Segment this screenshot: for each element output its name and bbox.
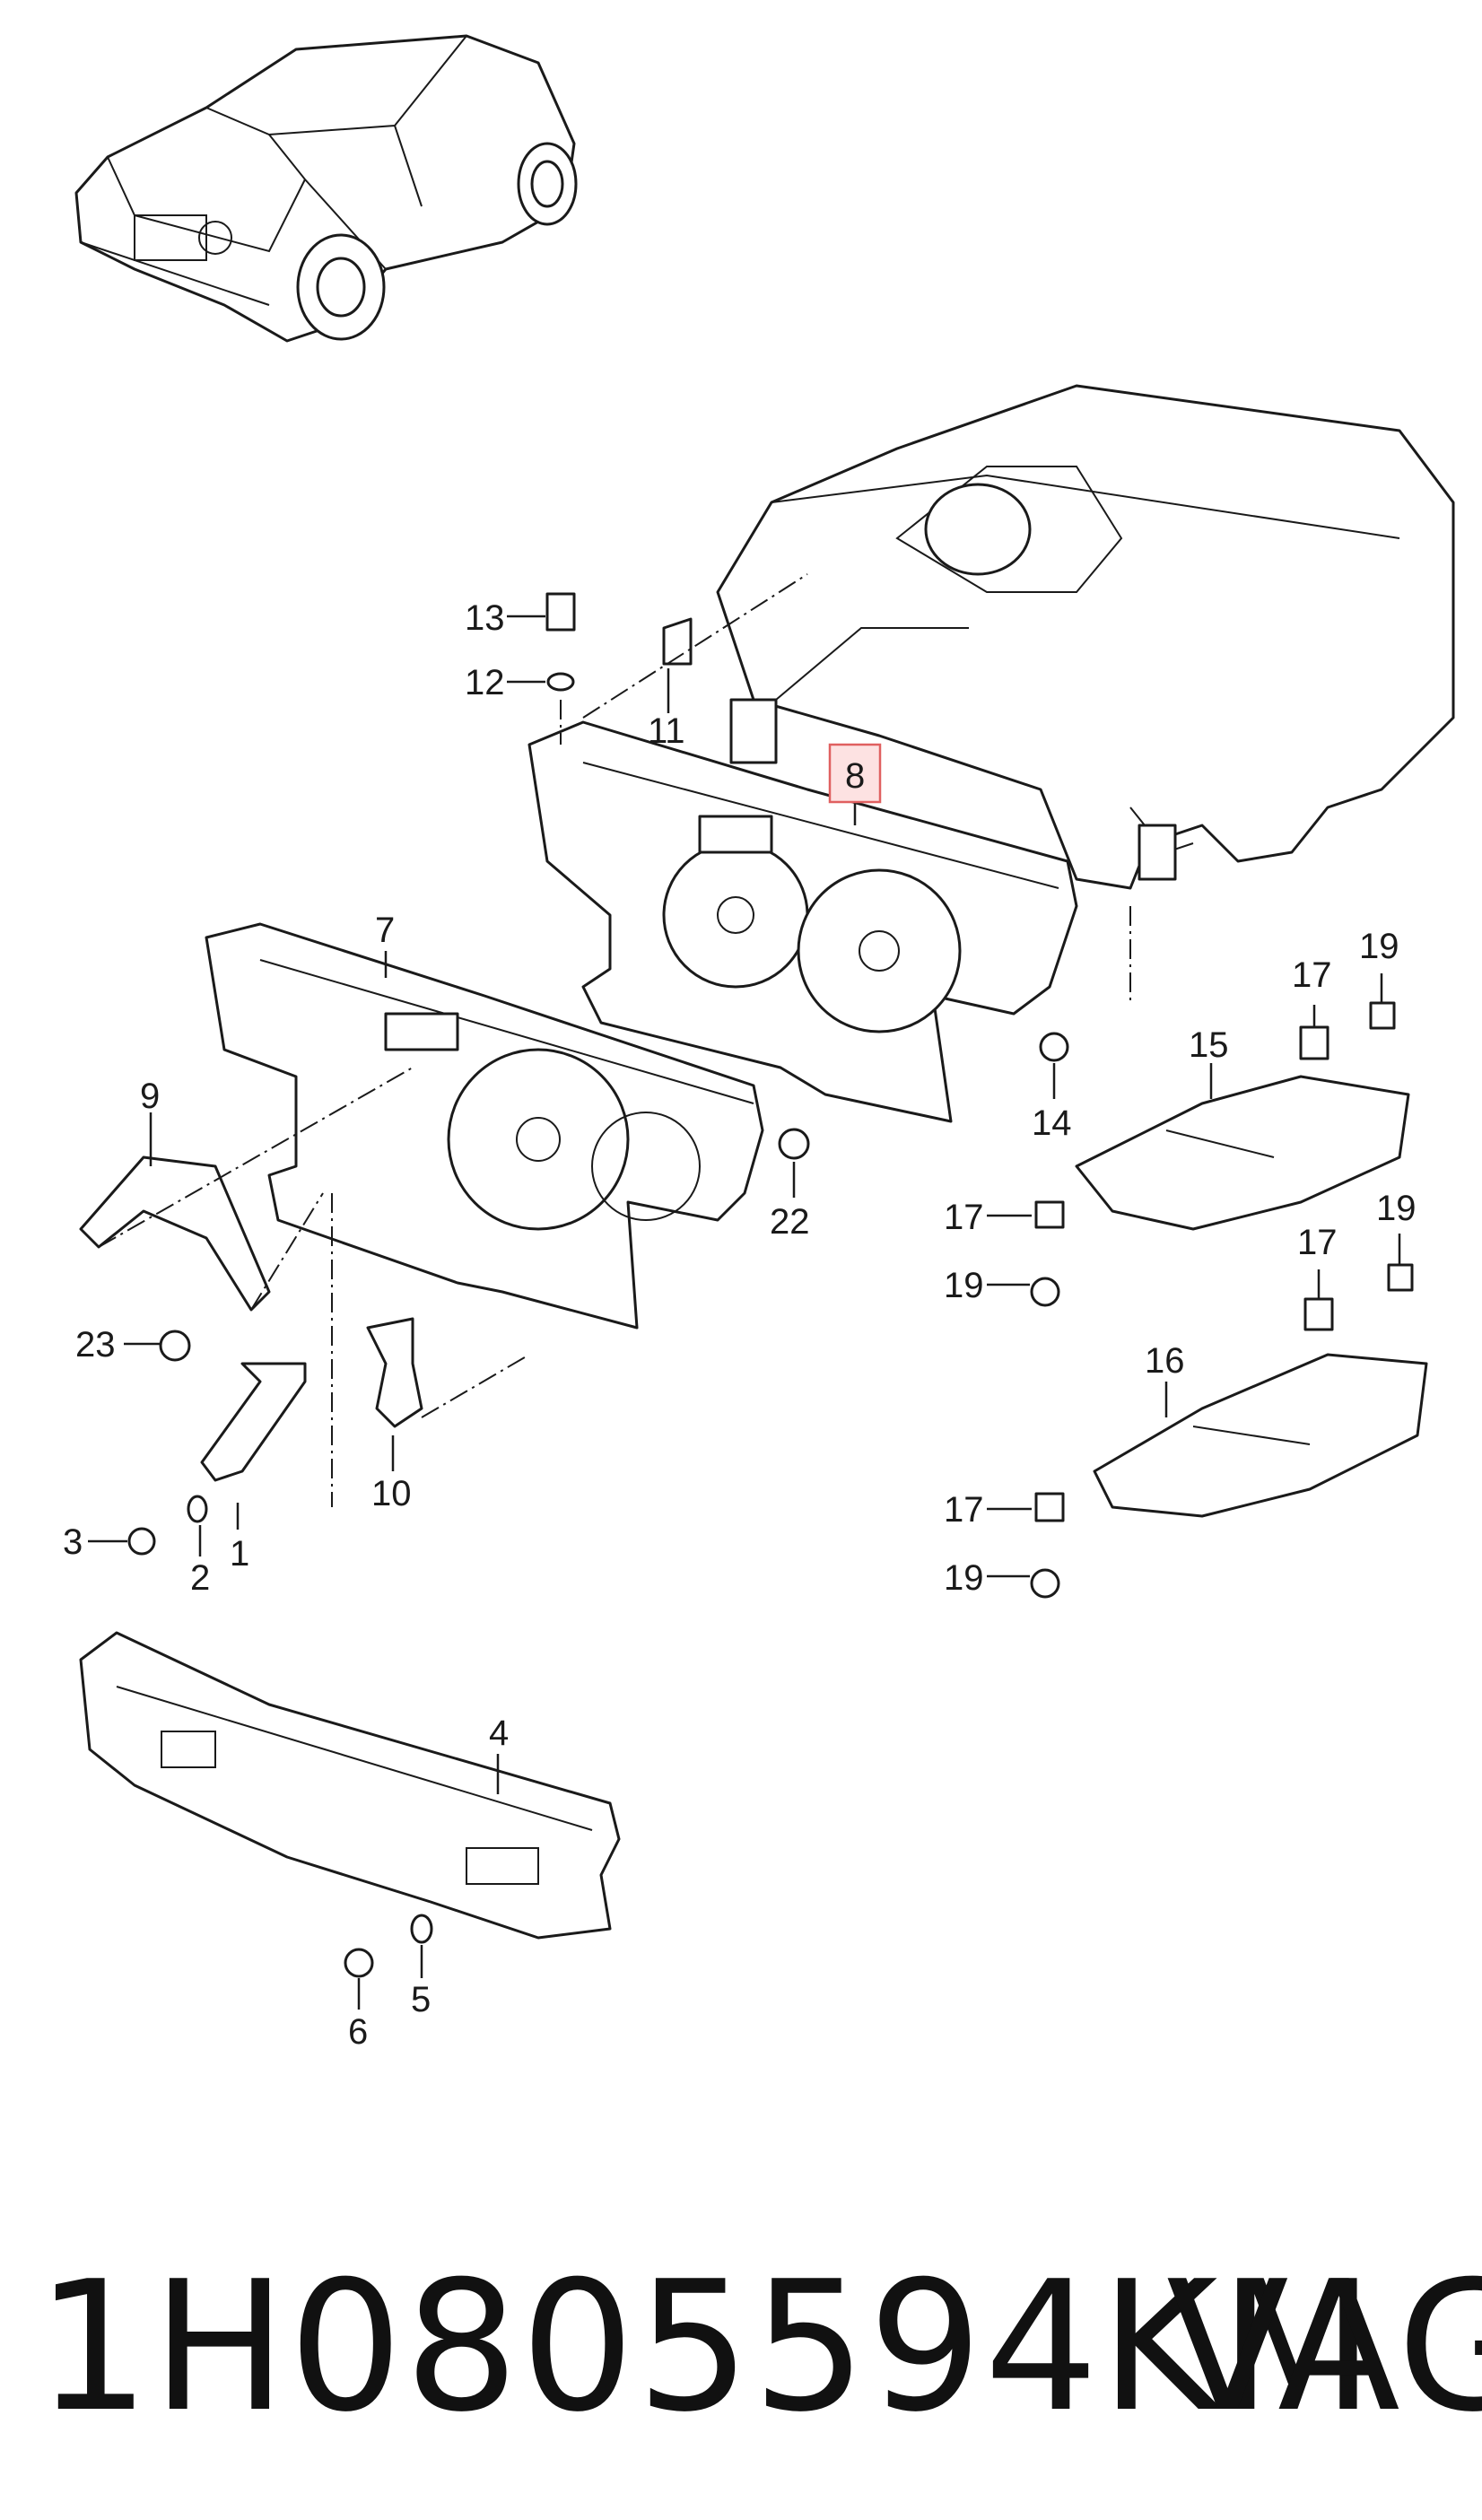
callout-15: 15 <box>1189 1025 1229 1065</box>
brand-label: VAG <box>1166 2243 1482 2452</box>
bracket-1 <box>200 1362 307 1482</box>
callout-13: 13 <box>465 598 505 638</box>
callout-16: 16 <box>1145 1341 1185 1381</box>
bracket-10 <box>366 1317 423 1428</box>
callout-19a: 19 <box>1359 927 1399 966</box>
callout-17c: 17 <box>1297 1223 1338 1262</box>
callout-10: 10 <box>371 1474 412 1513</box>
lock-carrier-assembly-7 <box>205 922 764 1330</box>
part-number-label: 1H0805594KM <box>36 2243 1377 2452</box>
vehicle-body-front-end <box>716 384 1455 890</box>
callouts: 13 12 11 8 7 9 23 10 22 3 2 1 14 15 17 1… <box>63 598 1417 2052</box>
callout-9: 9 <box>140 1077 160 1116</box>
callout-17b: 17 <box>944 1198 984 1237</box>
bracket-9 <box>79 1155 271 1312</box>
callout-19c: 19 <box>1376 1189 1417 1228</box>
callout-6: 6 <box>348 2012 368 2052</box>
callout-5: 5 <box>411 1980 431 2019</box>
bumper-carrier-4 <box>79 1631 621 1940</box>
callout-17d: 17 <box>944 1490 984 1530</box>
callout-7: 7 <box>375 911 395 950</box>
lock-carrier-assembly-8 <box>527 720 1078 1123</box>
callout-19d: 19 <box>944 1558 984 1598</box>
callout-12: 12 <box>465 663 505 702</box>
hardware-parts <box>127 592 1414 1978</box>
assembly-lines <box>98 573 1131 1507</box>
callout-17a: 17 <box>1292 955 1332 995</box>
splash-shield-16 <box>1093 1353 1428 1518</box>
callout-19b: 19 <box>944 1266 984 1305</box>
callout-11: 11 <box>648 711 685 751</box>
splash-shield-15 <box>1075 1075 1410 1231</box>
callout-23: 23 <box>75 1325 116 1365</box>
leader-lines <box>88 615 1401 2010</box>
car-overview-illustration <box>74 34 578 343</box>
callout-2: 2 <box>190 1558 210 1598</box>
highlight-box <box>828 743 882 804</box>
callout-1: 1 <box>230 1534 249 1574</box>
callout-14: 14 <box>1032 1103 1072 1143</box>
callout-4: 4 <box>489 1713 509 1753</box>
callout-3: 3 <box>63 1522 83 1562</box>
callout-8: 8 <box>845 756 865 796</box>
callout-22: 22 <box>770 1202 810 1242</box>
